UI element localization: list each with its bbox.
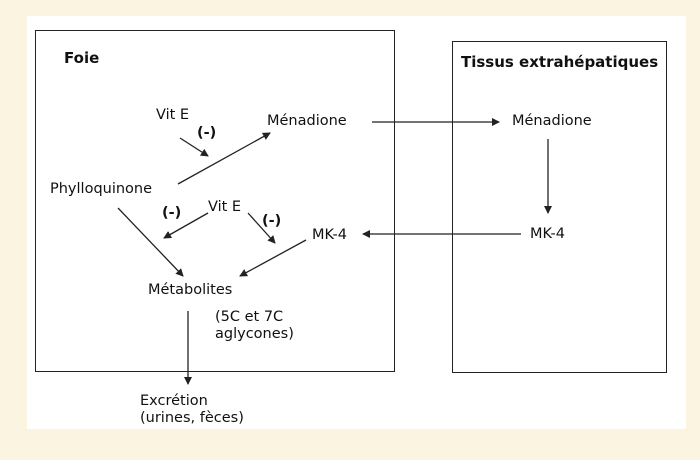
vit-e-mid-label: Vit E xyxy=(208,199,242,215)
excretion-label: Excrétion (urines, fèces) xyxy=(140,393,244,426)
extrahepatic-box xyxy=(452,41,667,373)
mk4-liver-label: MK-4 xyxy=(312,227,347,243)
metabolites-label: Métabolites xyxy=(148,282,233,298)
arrow-phylloquinone-to-metabolites xyxy=(117,207,184,277)
extrahepatic-title: Tissus extrahépatiques xyxy=(461,53,659,71)
phylloquinone-label: Phylloquinone xyxy=(50,181,153,197)
vit-e-top-label: Vit E xyxy=(156,107,190,123)
mk4-extra-label: MK-4 xyxy=(530,226,565,242)
arrow-vite-mid-to-right xyxy=(247,212,276,244)
arrow-phylloquinone-to-menadione xyxy=(177,132,271,185)
inhibition-top-label: (-) xyxy=(197,125,217,141)
inhibition-left-label: (-) xyxy=(162,205,182,221)
inhibition-right-label: (-) xyxy=(262,213,282,229)
arrow-mk4-to-metabolites xyxy=(239,239,307,277)
menadione-extra-label: Ménadione xyxy=(512,113,592,129)
arrow-vite-to-inhib xyxy=(179,137,209,157)
liver-title: Foie xyxy=(64,49,100,67)
liver-box xyxy=(35,30,395,372)
menadione-liver-label: Ménadione xyxy=(267,113,347,129)
diagram-panel xyxy=(27,16,686,429)
metabolites-note-label: (5C et 7C aglycones) xyxy=(215,309,294,342)
arrow-vite-mid-to-left xyxy=(163,212,209,239)
